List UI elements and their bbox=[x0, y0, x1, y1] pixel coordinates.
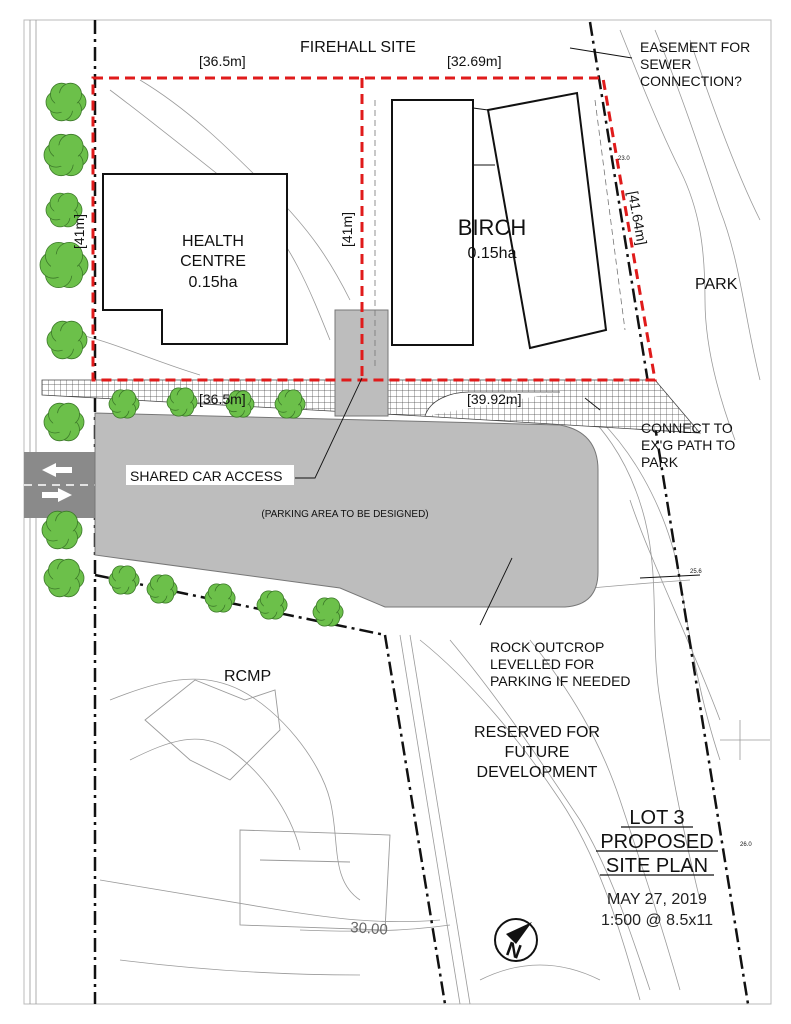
tree-icon bbox=[146, 574, 178, 604]
tree-icon bbox=[39, 242, 89, 288]
shared-access-label-bg bbox=[126, 465, 294, 485]
svg-text:FUTURE: FUTURE bbox=[505, 744, 570, 761]
connect-path-note: CONNECT TO EX'G PATH TO PARK bbox=[641, 420, 735, 470]
tree-icon bbox=[45, 82, 87, 122]
park-label: PARK bbox=[695, 276, 738, 293]
tree-icon bbox=[41, 510, 83, 550]
title-block: LOT 3 PROPOSED SITE PLAN MAY 27, 2019 1:… bbox=[596, 807, 718, 929]
svg-text:HEALTH: HEALTH bbox=[182, 233, 244, 250]
contour-lines bbox=[59, 29, 770, 1001]
svg-text:PARK: PARK bbox=[641, 454, 679, 470]
reserved-label: RESERVED FOR FUTURE DEVELOPMENT bbox=[474, 724, 600, 781]
north-arrow-icon: N bbox=[494, 918, 538, 964]
rock-outcrop-note: ROCK OUTCROP LEVELLED FOR PARKING IF NEE… bbox=[490, 639, 631, 689]
svg-text:0.15ha: 0.15ha bbox=[189, 274, 238, 291]
parking-note: (PARKING AREA TO BE DESIGNED) bbox=[261, 509, 428, 520]
parking-area bbox=[94, 412, 599, 608]
svg-text:RESERVED FOR: RESERVED FOR bbox=[474, 724, 600, 741]
setback-lines bbox=[374, 99, 626, 370]
dim-center: [41m] bbox=[339, 212, 355, 247]
health-centre-building bbox=[102, 173, 288, 345]
svg-text:DEVELOPMENT: DEVELOPMENT bbox=[477, 764, 598, 781]
street bbox=[24, 452, 96, 518]
tree-icon bbox=[45, 192, 83, 228]
rcmp-label: RCMP bbox=[224, 668, 271, 685]
spot-elevation-2: 25.6 bbox=[690, 569, 702, 575]
birch-building-east bbox=[486, 91, 608, 350]
easement-note: EASEMENT FOR SEWER CONNECTION? bbox=[640, 39, 750, 89]
spot-elevation-1: 23.0 bbox=[618, 156, 630, 162]
contour-label-major: 30.00 bbox=[350, 919, 389, 939]
tree-icon bbox=[43, 558, 85, 598]
dim-right-side: [41.64m] bbox=[625, 190, 650, 246]
dim-top-right: [32.69m] bbox=[447, 53, 501, 69]
birch-building-west bbox=[391, 99, 474, 346]
lot-boundary bbox=[91, 76, 657, 382]
plan-date: MAY 27, 2019 bbox=[607, 891, 707, 908]
birch-label: BIRCH 0.15ha bbox=[458, 215, 526, 262]
firehall-site-label: FIREHALL SITE bbox=[300, 39, 416, 56]
svg-text:CONNECT TO: CONNECT TO bbox=[641, 420, 733, 436]
tree-icon bbox=[274, 389, 306, 419]
tree-icon bbox=[312, 597, 344, 627]
dim-left-side: [41m] bbox=[71, 214, 87, 249]
svg-text:EX'G PATH TO: EX'G PATH TO bbox=[641, 437, 735, 453]
traffic-arrow-right-icon bbox=[42, 488, 72, 502]
title-line-1: LOT 3 bbox=[629, 807, 684, 829]
tree-icon bbox=[204, 583, 236, 613]
tree-icon bbox=[166, 387, 198, 417]
tree-icon bbox=[43, 402, 85, 442]
svg-text:CENTRE: CENTRE bbox=[180, 253, 246, 270]
tree-icon bbox=[225, 390, 255, 418]
tree-row bbox=[39, 82, 344, 627]
dim-bottom-left: [36.5m] bbox=[199, 391, 246, 407]
svg-text:CONNECTION?: CONNECTION? bbox=[640, 73, 742, 89]
tree-icon bbox=[108, 565, 140, 595]
svg-text:0.15ha: 0.15ha bbox=[468, 245, 517, 262]
existing-outlines bbox=[144, 679, 391, 931]
traffic-arrow-left-icon bbox=[42, 463, 72, 477]
tree-icon bbox=[46, 320, 88, 360]
tree-icon bbox=[43, 133, 89, 177]
svg-text:ROCK OUTCROP: ROCK OUTCROP bbox=[490, 639, 604, 655]
svg-text:EASEMENT FOR: EASEMENT FOR bbox=[640, 39, 750, 55]
tree-icon bbox=[256, 590, 288, 620]
spot-elevation-3: 26.0 bbox=[740, 842, 752, 848]
svg-text:PARKING IF NEEDED: PARKING IF NEEDED bbox=[490, 673, 631, 689]
leader-lines bbox=[295, 47, 701, 626]
health-centre-label: HEALTH CENTRE 0.15ha bbox=[180, 233, 246, 291]
svg-text:LEVELLED FOR: LEVELLED FOR bbox=[490, 656, 594, 672]
dim-bottom-right: [39.92m] bbox=[467, 391, 521, 407]
title-line-2: PROPOSED bbox=[600, 831, 713, 853]
svg-text:BIRCH: BIRCH bbox=[458, 215, 526, 240]
plan-scale: 1:500 @ 8.5x11 bbox=[601, 912, 713, 929]
dim-top-left: [36.5m] bbox=[199, 53, 246, 69]
shared-access-label: SHARED CAR ACCESS bbox=[130, 468, 282, 484]
title-line-3: SITE PLAN bbox=[606, 855, 708, 877]
svg-text:N: N bbox=[503, 938, 524, 964]
svg-text:SEWER: SEWER bbox=[640, 56, 691, 72]
tree-icon bbox=[108, 389, 140, 419]
